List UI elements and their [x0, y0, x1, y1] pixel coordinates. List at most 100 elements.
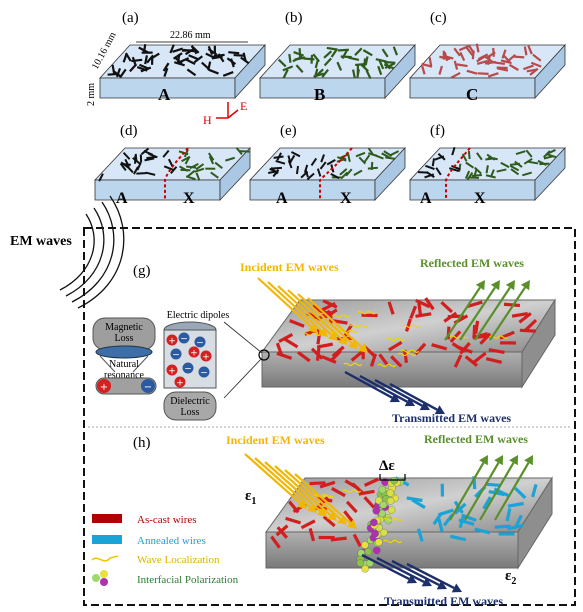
panel-b: (b) B	[259, 10, 416, 104]
transmitted-arrow-head	[434, 405, 445, 415]
wire-black	[188, 54, 199, 61]
reflected-arrow-head	[490, 280, 500, 291]
wire-red	[456, 63, 468, 68]
minus-charge-icon	[141, 379, 155, 393]
incident-arrow-head	[316, 507, 327, 517]
panel-g-tag: (g)	[133, 263, 151, 279]
wire-mixed	[291, 151, 301, 158]
wave-squiggle	[331, 314, 351, 318]
wire-as-cast	[457, 345, 473, 354]
wire-mixed	[195, 172, 201, 181]
charge-sign: −	[180, 335, 188, 345]
panel-e-tag: (e)	[280, 123, 297, 139]
boundary-d	[164, 147, 189, 200]
wire-black	[163, 67, 169, 78]
incident-arrow	[287, 289, 343, 340]
wire-mixed	[340, 171, 349, 180]
plus-charge-icon	[200, 350, 212, 362]
wire-green	[294, 56, 306, 61]
incident-arrow-head	[296, 499, 307, 509]
transmitted-arrow	[359, 374, 408, 403]
wire-mixed	[187, 169, 196, 178]
wire-mixed	[435, 167, 442, 176]
wire-black	[162, 62, 170, 72]
wire-as-cast	[464, 355, 479, 367]
slab-g-side	[521, 298, 556, 389]
slab-h-front	[265, 531, 519, 569]
charge-sign: −	[196, 339, 204, 349]
wire-as-cast	[329, 349, 343, 362]
wire-green	[295, 64, 304, 74]
transmitted-arrow-head	[389, 393, 400, 403]
wire-h	[352, 533, 362, 548]
wire-green	[378, 60, 385, 70]
reflected-arrow-head	[524, 455, 533, 466]
wire-as-cast	[415, 298, 431, 309]
wire-green	[392, 46, 399, 56]
wave-squiggle	[400, 349, 420, 353]
wire-as-cast	[350, 350, 364, 362]
transmitted-arrow-head	[419, 401, 430, 411]
charge-sign: +	[168, 337, 176, 347]
transmitted-arrow-head	[406, 574, 417, 584]
wire-green	[326, 46, 338, 51]
wire-black	[138, 46, 149, 54]
wire-green	[293, 51, 304, 57]
wave-squiggle	[383, 539, 403, 544]
wire-h	[343, 510, 355, 524]
delta-epsilon-bracket	[379, 474, 406, 481]
wire-mixed	[353, 169, 363, 177]
wire-red	[476, 59, 488, 66]
wire-mixed	[374, 154, 384, 160]
wire-mixed	[476, 152, 483, 161]
wave-squiggle	[449, 335, 469, 339]
wire-as-cast	[289, 319, 305, 328]
panel-a: (a) 22.86 mm 10.16 mm 2 mm A E H	[86, 10, 266, 127]
slab-d-left: A	[116, 190, 128, 207]
wire-red	[486, 55, 491, 65]
reflected-arrow	[489, 286, 526, 341]
slab-c-label: C	[466, 85, 478, 104]
reflected-arrow	[459, 286, 496, 341]
wire-mixed	[431, 158, 436, 167]
minus-charge-icon	[198, 366, 210, 378]
delta-epsilon-label: Δε	[379, 458, 395, 474]
slab-f-side	[534, 146, 566, 202]
polarization-bead	[387, 506, 396, 514]
transmitted-arrow-head	[404, 397, 415, 407]
wave-squiggle	[397, 352, 417, 357]
charge-sign: +	[176, 379, 184, 389]
magnetic-loss-disc	[95, 345, 153, 359]
wire-green	[341, 49, 348, 60]
axis-e-label: E	[240, 99, 247, 113]
wire-h	[363, 477, 380, 487]
wire-mixed	[163, 165, 174, 171]
wire-red	[471, 50, 475, 60]
wire-h	[344, 479, 360, 490]
reflected-arrow	[479, 462, 515, 521]
polarization-bead	[378, 485, 387, 494]
wire-red	[530, 61, 542, 68]
polarization-bead	[386, 489, 395, 497]
wire-h	[494, 524, 511, 529]
axis-h-label: H	[203, 113, 212, 127]
reflected-arrow	[449, 462, 485, 521]
wire-green	[377, 65, 383, 76]
wire-h	[308, 527, 316, 542]
wire-green	[360, 63, 369, 72]
wire-mixed	[539, 162, 550, 166]
wire-mixed	[208, 152, 215, 161]
wave-squiggle	[357, 310, 377, 315]
charge-sign: +	[202, 353, 210, 363]
reflected-arrow	[494, 462, 530, 521]
wire-h	[505, 508, 512, 522]
wire-as-cast	[390, 355, 403, 368]
panel-f-tag: (f)	[430, 123, 445, 139]
plus-charge-icon	[166, 364, 178, 376]
wire-mixed	[500, 161, 510, 169]
wire-black	[119, 68, 127, 78]
wire-h	[416, 528, 424, 542]
incident-arrow	[267, 281, 323, 332]
wire-red	[476, 55, 487, 63]
panel-h: (h) Incident EM waves Reflected EM waves…	[91, 432, 553, 608]
